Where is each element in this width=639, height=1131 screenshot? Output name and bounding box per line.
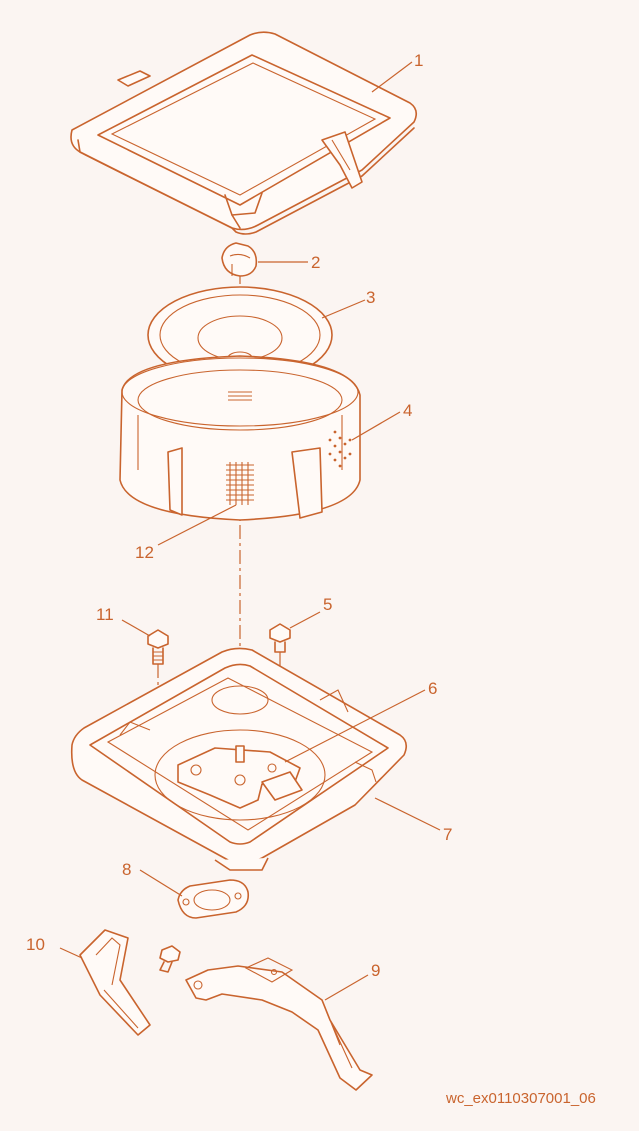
- callout-7: 7: [443, 825, 452, 844]
- callout-2: 2: [311, 253, 320, 272]
- callout-8: 8: [122, 860, 131, 879]
- callout-10: 10: [26, 935, 45, 954]
- part-bolt-left: [147, 629, 193, 760]
- leader-lines: [59, 61, 441, 1001]
- part-filter-element: [119, 355, 361, 521]
- part-cover: [70, 31, 418, 235]
- callout-5: 5: [323, 595, 332, 614]
- part-mounting-bracket: [185, 957, 373, 1091]
- part-pleated-core: [226, 462, 254, 505]
- part-intake-duct: [79, 929, 151, 1036]
- part-gasket: [177, 879, 250, 919]
- part-bracket-plate: [177, 745, 303, 809]
- figure-code: wc_ex0110307001_06: [445, 1090, 596, 1107]
- callout-3: 3: [366, 288, 375, 307]
- part-wing-nut: [221, 242, 258, 277]
- callout-11: 11: [96, 605, 114, 624]
- callout-12: 12: [135, 543, 154, 562]
- callout-6: 6: [428, 679, 437, 698]
- callout-4: 4: [403, 401, 412, 420]
- callout-1: 1: [414, 51, 423, 70]
- part-small-bolt: [159, 945, 181, 973]
- callout-9: 9: [371, 961, 380, 980]
- callout-labels: 1 2 3 4 5 6 7 8 9 10 11 12: [26, 51, 452, 980]
